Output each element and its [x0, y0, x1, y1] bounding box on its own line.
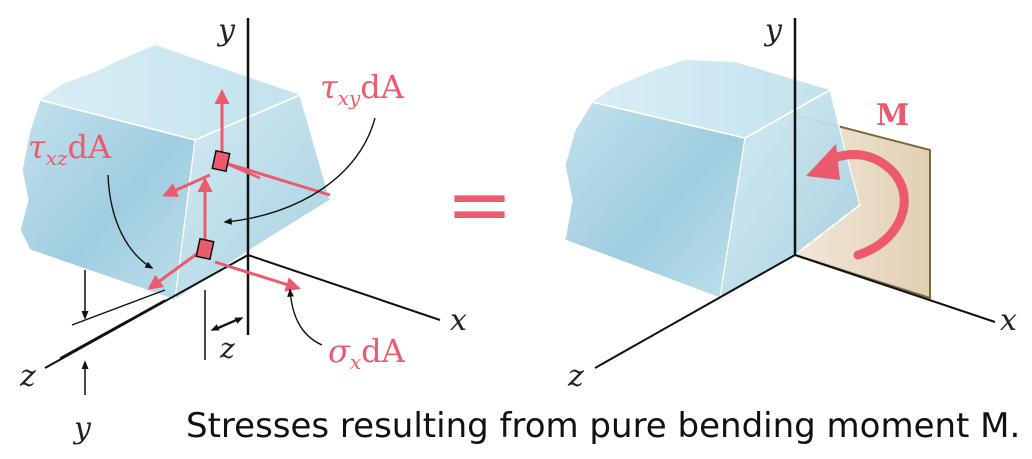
- right-figure: y x z M: [564, 13, 1017, 394]
- stress-element-upper: [211, 149, 231, 173]
- left-x-axis-label: x: [450, 303, 467, 338]
- left-block: [19, 45, 331, 302]
- moment-arrowhead: [806, 144, 840, 180]
- dimension-y: [71, 270, 166, 395]
- leader-sigma-x: [287, 288, 323, 346]
- dimension-z: [204, 290, 244, 360]
- leader-tau-xz: [107, 174, 154, 269]
- right-z-axis-label: z: [567, 359, 584, 394]
- moment-label: M: [876, 98, 909, 133]
- left-figure: y x z y z τxzdA τxydA σxdA: [19, 13, 467, 446]
- left-z-axis-offset: [59, 299, 166, 359]
- stress-element-lower: [195, 237, 215, 261]
- leader-tau-xy: [223, 117, 376, 225]
- right-x-axis: [794, 254, 996, 323]
- tau-xz-label: τxzdA: [28, 128, 112, 170]
- equals-sign: =: [446, 158, 513, 251]
- right-x-axis-label: x: [1000, 303, 1017, 338]
- tau-xy-label: τxydA: [320, 68, 405, 110]
- stress-arrows: [147, 89, 331, 292]
- sigma-x-label: σxdA: [328, 332, 406, 374]
- moment-arrow: [817, 150, 909, 260]
- right-y-axis-label: y: [763, 13, 783, 48]
- left-x-axis: [247, 254, 441, 321]
- left-y-dimension-label: y: [72, 411, 92, 446]
- left-z-dimension-label: z: [219, 332, 235, 365]
- left-z-axis-label: z: [19, 359, 36, 394]
- figure-caption: Stresses resulting from pure bending mom…: [186, 406, 1020, 446]
- left-y-axis-label: y: [216, 13, 236, 48]
- right-block-top: [592, 60, 830, 138]
- right-z-axis: [594, 254, 796, 369]
- left-z-axis: [44, 254, 249, 369]
